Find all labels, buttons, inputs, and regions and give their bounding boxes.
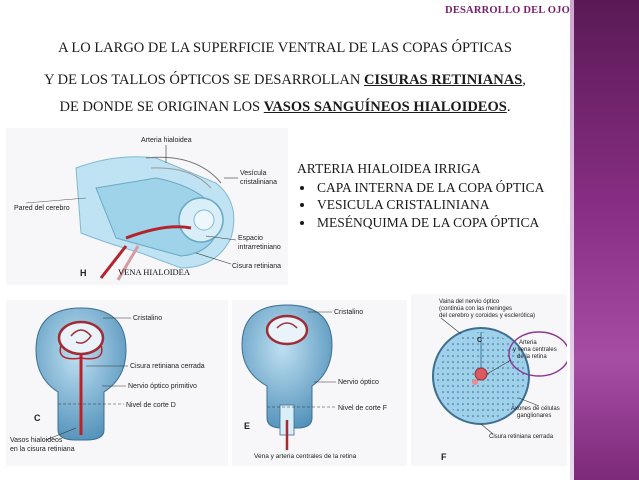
label-cristalino-c: Cristalino bbox=[133, 315, 162, 322]
list-item: CAPA INTERNA DE LA COPA ÓPTICA bbox=[315, 179, 569, 197]
figure-h-panel: Arteria hialoidea Vesícula cristaliniana… bbox=[6, 128, 288, 285]
label-cristalino-e: Cristalino bbox=[334, 309, 363, 316]
label-vaina-3: del cerebro y coroides y esclerótica) bbox=[439, 313, 535, 319]
label-axones-2: ganglionares bbox=[517, 413, 551, 419]
highlight-cisuras: CISURAS RETINIANAS bbox=[363, 72, 523, 88]
figure-f-letter: F bbox=[441, 452, 447, 462]
list-item: VESICULA CRISTALINIANA bbox=[315, 196, 569, 214]
figure-e-letter: E bbox=[244, 421, 250, 431]
irrigation-list-title: ARTERIA HIALOIDEA IRRIGA bbox=[297, 161, 481, 176]
label-pared-cerebro: Pared del cerebro bbox=[14, 205, 70, 212]
figure-h-letter: H bbox=[80, 268, 87, 278]
figure-c-illustration: Cristalino Cisura retiniana cerrada Nerv… bbox=[10, 307, 205, 453]
label-arteria-3: de la retina bbox=[517, 354, 547, 360]
figure-e-panel: Cristalino Nervio óptico Nivel de corte … bbox=[232, 300, 407, 466]
figure-c-letter: C bbox=[34, 413, 41, 423]
intro-line-2-punct: , bbox=[522, 72, 526, 88]
intro-line-2: Y DE LOS TALLOS ÓPTICOS SE DESARROLLAN C… bbox=[0, 72, 570, 89]
label-cisura-cerrada-f: Cisura retiniana cerrada bbox=[489, 434, 554, 440]
figure-f-illustration: Vaina del nervio óptico (continúa con la… bbox=[432, 299, 570, 462]
label-axones-1: Axones de células bbox=[511, 406, 560, 412]
label-espacio-1: Espacio bbox=[238, 235, 263, 242]
label-nervio-optico-e: Nervio óptico bbox=[338, 379, 379, 386]
label-arteria-1: Arteria bbox=[519, 340, 537, 346]
label-espacio-2: intrarretiniano bbox=[238, 244, 281, 251]
figure-h-illustration: Arteria hialoidea Vesícula cristaliniana… bbox=[14, 137, 281, 281]
intro-line-3-punct: . bbox=[506, 99, 511, 115]
label-cisura-retiniana: Cisura retiniana bbox=[232, 263, 281, 270]
label-arteria-hialoidea: Arteria hialoidea bbox=[141, 137, 192, 144]
label-nivel-corte-d: Nivel de corte D bbox=[126, 402, 176, 409]
figure-f-circle-letter: C bbox=[477, 337, 482, 344]
list-item: MESÉNQUIMA DE LA COPA ÓPTICA bbox=[315, 214, 569, 232]
label-vena-arteria-centrales: Vena y arteria centrales de la retina bbox=[254, 453, 357, 460]
intro-line-3-text: DE DONDE SE ORIGINAN LOS bbox=[59, 99, 264, 115]
irrigation-list: ARTERIA HIALOIDEA IRRIGA CAPA INTERNA DE… bbox=[297, 160, 569, 231]
label-arteria-2: y vena centrales bbox=[513, 347, 557, 353]
label-vaina-2: (continúa con las meninges bbox=[439, 306, 512, 312]
label-vasos-2: en la cisura retiniana bbox=[10, 446, 75, 453]
label-vena-hialoidea: VENA HIALOIDEA bbox=[118, 267, 191, 277]
label-vesicula-2: cristaliniana bbox=[240, 179, 277, 186]
label-vaina-1: Vaina del nervio óptico bbox=[439, 299, 500, 305]
intro-line-2-text: Y DE LOS TALLOS ÓPTICOS SE DESARROLLAN bbox=[44, 72, 364, 88]
figure-e-illustration: Cristalino Nervio óptico Nivel de corte … bbox=[241, 304, 387, 460]
label-vesicula-1: Vesícula bbox=[240, 170, 267, 177]
intro-line-3: DE DONDE SE ORIGINAN LOS VASOS SANGUÍNEO… bbox=[0, 99, 570, 116]
decorative-sidebar bbox=[570, 0, 639, 480]
label-cisura-cerrada-c: Cisura retiniana cerrada bbox=[130, 363, 205, 370]
slide-header-title: DESARROLLO DEL OJO bbox=[445, 5, 570, 16]
highlight-vasos: VASOS SANGUÍNEOS HIALOIDEOS bbox=[263, 99, 507, 115]
figure-c-panel: Cristalino Cisura retiniana cerrada Nerv… bbox=[6, 300, 228, 466]
label-vasos-1: Vasos hialoideos bbox=[10, 437, 63, 444]
intro-line-1: A LO LARGO DE LA SUPERFICIE VENTRAL DE L… bbox=[58, 40, 512, 56]
label-nivel-corte-f: Nivel de corte F bbox=[338, 405, 387, 412]
figure-f-panel: Vaina del nervio óptico (continúa con la… bbox=[411, 294, 570, 466]
label-nervio-primitivo: Nervio óptico primitivo bbox=[128, 383, 197, 390]
